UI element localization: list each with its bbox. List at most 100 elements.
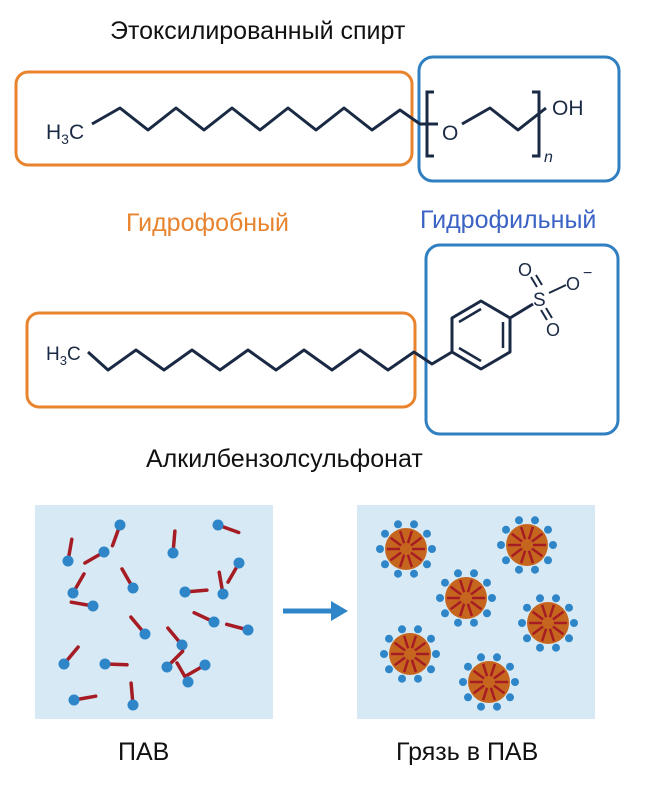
micelle: [376, 520, 436, 578]
surfactant-molecule: [83, 546, 110, 565]
micelle-head: [518, 619, 526, 627]
micelle-head: [523, 634, 531, 643]
micelle-head: [536, 643, 544, 652]
micelle-head: [410, 569, 418, 578]
micelle-tail: [519, 526, 527, 540]
micelle-head: [381, 529, 389, 538]
micelle-tail: [410, 536, 423, 547]
micelle-tail: [402, 659, 410, 673]
micelle-tail: [540, 604, 548, 618]
micelle-tail: [481, 663, 489, 677]
surfactant-head: [98, 546, 110, 558]
micelle-tail: [510, 532, 523, 543]
surfactant-molecule: [192, 610, 220, 628]
micelle-head: [565, 603, 573, 612]
micelle-tail: [531, 532, 544, 543]
micelle-head: [544, 525, 552, 534]
s-o-top-bond-a: [530, 276, 538, 288]
micelle-head: [432, 650, 440, 658]
micelle-tail: [493, 684, 506, 695]
surfactant-molecule: [69, 600, 99, 612]
surfactant-molecule: [68, 694, 98, 706]
s-o-top-bond-b: [535, 274, 543, 286]
micelle-head: [376, 545, 384, 553]
surfactant-head: [179, 586, 191, 598]
surfactant-head: [67, 587, 79, 599]
hydrophobic-label: Гидрофобный: [126, 209, 290, 237]
micelle-head: [523, 603, 531, 612]
surfactant-molecule: [167, 529, 179, 559]
surfactant-panel: [35, 505, 273, 719]
micelle-head: [531, 565, 539, 574]
surfactant-head: [212, 519, 224, 531]
micelle: [436, 569, 496, 627]
sulfur-label: S: [533, 290, 546, 311]
micelle-head: [552, 594, 560, 603]
surfactant-label: ПАВ: [118, 738, 170, 766]
micelle-head: [536, 594, 544, 603]
micelle-head: [427, 634, 435, 643]
surfactant-head: [62, 555, 74, 567]
micelle-tail: [449, 600, 462, 611]
surfactant-molecule: [224, 622, 254, 636]
micelle-head: [477, 653, 485, 662]
arrow-icon: [283, 601, 348, 621]
surfactant-molecule: [161, 649, 185, 673]
micelle-tail: [552, 625, 565, 636]
micelle-head: [441, 609, 449, 618]
carbon-chain-bottom: [86, 348, 453, 372]
micelle-tail: [402, 635, 410, 649]
micelle-tail: [548, 604, 556, 618]
benzene-double-bond-3: [458, 346, 482, 363]
surfactant-head: [208, 616, 220, 628]
surfactant-head: [58, 658, 70, 670]
micelle-head: [441, 578, 449, 587]
dirt-particle: [506, 524, 548, 566]
micelle-head: [483, 609, 491, 618]
micelle-tail: [531, 625, 544, 636]
oxygen-bottom-label: O: [546, 320, 560, 340]
micelle-head: [414, 625, 422, 634]
surfactant-molecule: [99, 658, 129, 670]
micelle-tail: [398, 530, 406, 544]
micelle-head: [502, 525, 510, 534]
micelle-tail: [393, 656, 406, 667]
surfactant-molecule: [226, 557, 245, 584]
surfactant-molecule: [67, 572, 86, 599]
hydrophilic-box-top: [417, 55, 621, 183]
micelle-head: [381, 560, 389, 569]
dirt-particle: [385, 528, 427, 570]
micelle-head: [423, 560, 431, 569]
s-o-bottom-bond-a: [540, 309, 548, 321]
micelle-head: [515, 565, 523, 574]
micelle-tail: [406, 530, 414, 544]
surfactant-head: [242, 624, 254, 636]
micelle-tail: [449, 585, 462, 596]
micelle-tail: [466, 603, 474, 617]
micelle-head: [436, 594, 444, 602]
surfactant-molecule: [120, 567, 139, 594]
micelle-head: [488, 594, 496, 602]
micelle-tail: [414, 641, 427, 652]
micelle-head: [506, 662, 514, 671]
micelle-tail: [398, 554, 406, 568]
micelle-head: [410, 520, 418, 529]
micelle-tail: [489, 687, 497, 701]
micelle-tail: [410, 551, 423, 562]
micelle-tail: [548, 628, 556, 642]
micelle-head: [394, 520, 402, 529]
surfactant-molecule: [217, 570, 229, 600]
surfactant-head: [68, 694, 80, 706]
micelle-tail: [466, 579, 474, 593]
micelle: [380, 625, 440, 683]
micelle-head: [423, 529, 431, 538]
ethoxylated-alcohol-structure: H3C O n OH: [14, 55, 621, 183]
surfactant-head: [99, 658, 111, 670]
micelle-tail: [481, 687, 489, 701]
oxygen-top-label: O: [518, 260, 532, 280]
micelle-head: [531, 516, 539, 525]
micelle-tail: [458, 603, 466, 617]
benzene-ring: [450, 299, 512, 371]
h3c-label-top: H3C: [46, 121, 84, 147]
